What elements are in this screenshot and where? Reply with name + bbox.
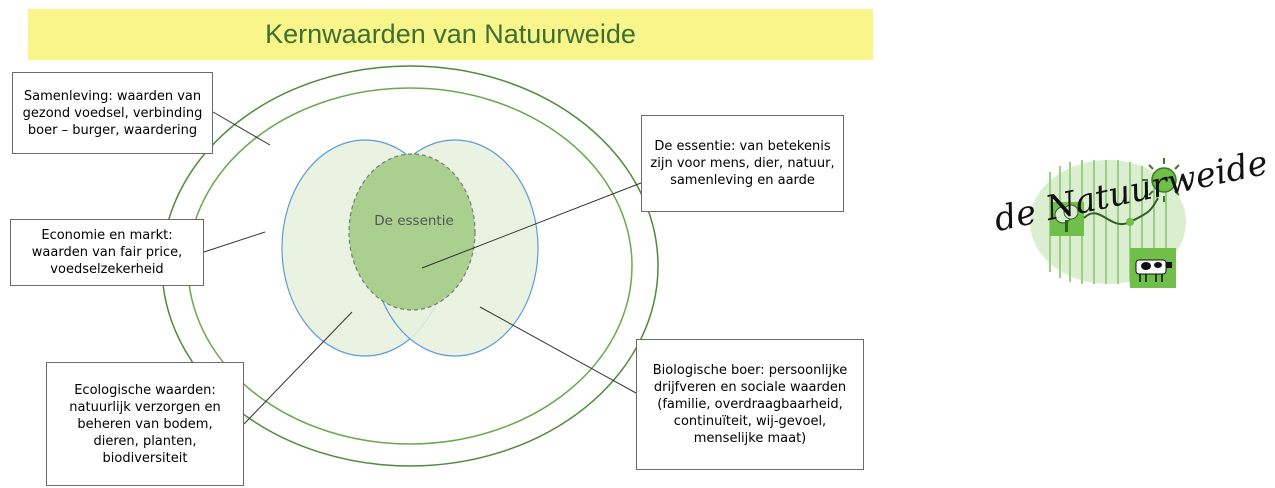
- box-boer-text: Biologische boer: persoonlijke drijfvere…: [652, 363, 848, 446]
- box-ecologie: Ecologische waarden: natuurlijk verzorge…: [46, 362, 244, 486]
- title-bar: Kernwaarden van Natuurweide: [28, 9, 873, 60]
- box-boer: Biologische boer: persoonlijke drijfvere…: [636, 339, 864, 470]
- tree-icon: [1050, 202, 1084, 236]
- connector-essentie: [421, 182, 642, 269]
- box-essentie-text: De essentie: van betekenis zijn voor men…: [650, 139, 835, 188]
- logo-graphic: [1030, 158, 1186, 288]
- box-samenleving: Samenleving: waarden van gezond voedsel,…: [12, 72, 213, 154]
- sun-icon: [1142, 158, 1186, 202]
- box-essentie: De essentie: van betekenis zijn voor men…: [641, 115, 844, 212]
- page-title: Kernwaarden van Natuurweide: [265, 19, 636, 49]
- box-economie: Economie en markt: waarden van fair pric…: [10, 219, 204, 286]
- connector-boer: [479, 306, 637, 394]
- core-label: De essentie: [374, 213, 454, 229]
- core-circle: [348, 153, 476, 311]
- connector-economie: [203, 231, 266, 253]
- connector-samenleving: [212, 111, 271, 146]
- box-samenleving-text: Samenleving: waarden van gezond voedsel,…: [22, 88, 203, 138]
- connector-ecologie: [243, 311, 353, 425]
- cow-icon: [1130, 248, 1176, 288]
- box-ecologie-text: Ecologische waarden: natuurlijk verzorge…: [69, 382, 221, 466]
- box-economie-text: Economie en markt: waarden van fair pric…: [31, 228, 183, 277]
